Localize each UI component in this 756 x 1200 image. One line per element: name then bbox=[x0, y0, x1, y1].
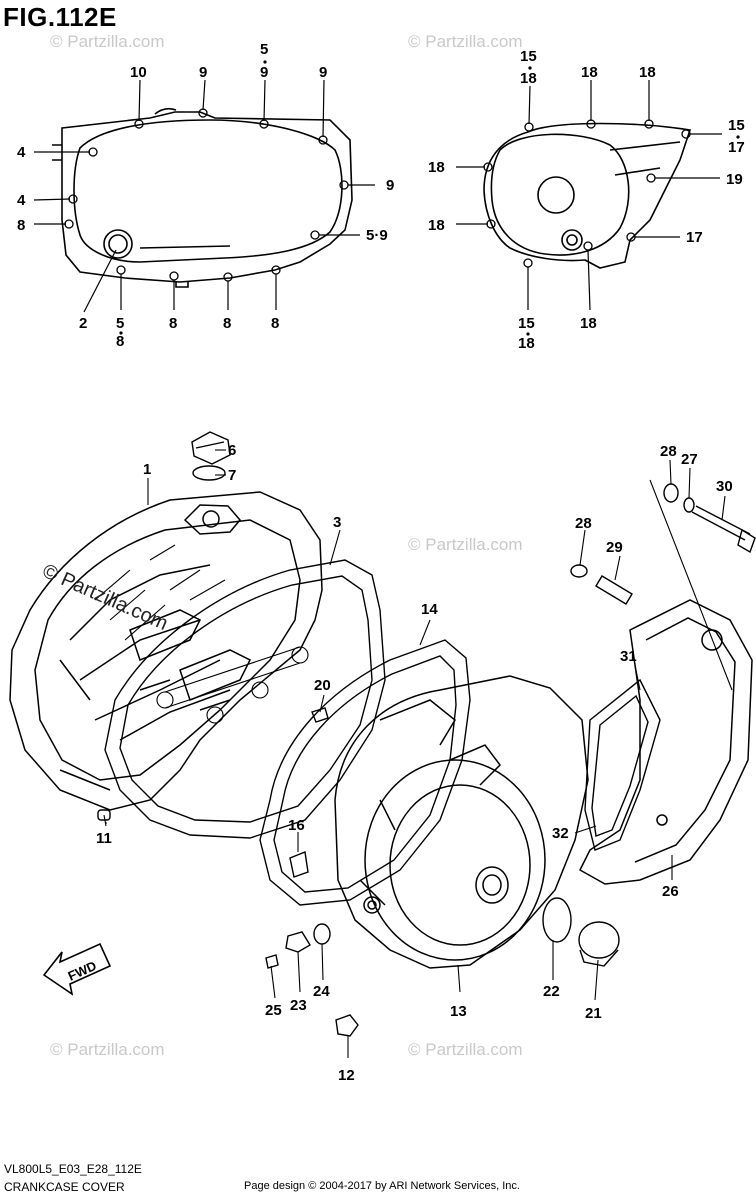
bolt-assembly bbox=[570, 483, 756, 605]
callout-5: 5 bbox=[116, 315, 124, 332]
callout-22: 22 bbox=[543, 983, 560, 1000]
gasket-31 bbox=[584, 678, 661, 851]
gasket-14 bbox=[259, 639, 471, 906]
callout-18: 18 bbox=[580, 315, 597, 332]
callout-29: 29 bbox=[606, 539, 623, 556]
part-labels: 1 6 7 3 14 20 11 16 13 12 25 23 24 22 21… bbox=[96, 442, 733, 1084]
cover-ribs bbox=[94, 544, 309, 724]
callout-18: 18 bbox=[428, 217, 445, 234]
callout-18: 18 bbox=[639, 64, 656, 81]
callout-26: 26 bbox=[662, 883, 679, 900]
callout-15: 15 bbox=[728, 117, 745, 134]
callout-8: 8 bbox=[271, 315, 279, 332]
callout-23: 23 bbox=[290, 997, 307, 1014]
callout-3: 3 bbox=[333, 514, 341, 531]
o-ring-7 bbox=[192, 465, 226, 481]
callout-18: 18 bbox=[518, 335, 535, 352]
callout-9: 9 bbox=[319, 64, 327, 81]
watermark: © Partzilla.com bbox=[50, 32, 165, 51]
callout-13: 13 bbox=[450, 1003, 467, 1020]
callout-30: 30 bbox=[716, 478, 733, 495]
callout-4: 4 bbox=[17, 192, 26, 209]
callout-28: 28 bbox=[660, 443, 677, 460]
part-leaders bbox=[103, 449, 733, 1058]
callout-25: 25 bbox=[265, 1002, 282, 1019]
callout-20: 20 bbox=[314, 677, 331, 694]
small-parts bbox=[265, 923, 359, 1037]
figure-title: FIG.112E bbox=[3, 2, 117, 32]
right-bolt-leaders bbox=[456, 80, 722, 311]
callout-16: 16 bbox=[288, 817, 305, 834]
right-bolt-labels: 15 18 18 18 15 17 18 19 18 17 15 18 18 bbox=[428, 48, 745, 352]
callout-9: 9 bbox=[386, 177, 394, 194]
callout-15: 15 bbox=[518, 315, 535, 332]
callout-18: 18 bbox=[581, 64, 598, 81]
cover-26 bbox=[579, 599, 753, 885]
callout-19: 19 bbox=[726, 171, 743, 188]
callout-24: 24 bbox=[313, 983, 330, 1000]
callout-17: 17 bbox=[728, 139, 745, 156]
figure-name: CRANKCASE COVER bbox=[4, 1180, 125, 1194]
callout-8: 8 bbox=[17, 217, 25, 234]
callout-7: 7 bbox=[228, 467, 236, 484]
left-bolt-leaders bbox=[33, 79, 375, 313]
left-cover-bolt-diagram bbox=[52, 107, 353, 288]
callout-32: 32 bbox=[552, 825, 569, 842]
magneto-cover-13 bbox=[334, 675, 589, 969]
callout-15: 15 bbox=[520, 48, 537, 65]
callout-9: 9 bbox=[199, 64, 207, 81]
callout-5: 5 bbox=[260, 41, 268, 58]
figure-code: VL800L5_E03_E28_112E bbox=[4, 1162, 142, 1176]
watermark: © Partzilla.com bbox=[408, 1040, 523, 1059]
callout-27: 27 bbox=[681, 451, 698, 468]
callout-6: 6 bbox=[228, 442, 236, 459]
callout-14: 14 bbox=[421, 601, 438, 618]
callout-4: 4 bbox=[17, 144, 26, 161]
watermark: © Partzilla.com bbox=[408, 535, 523, 554]
o-ring-22 bbox=[542, 897, 572, 943]
callout-2: 2 bbox=[79, 315, 87, 332]
watermark: © Partzilla.com bbox=[408, 32, 523, 51]
callout-21: 21 bbox=[585, 1005, 602, 1022]
callout-1: 1 bbox=[143, 461, 151, 478]
watermark: © Partzilla.com bbox=[50, 1040, 165, 1059]
callout-12: 12 bbox=[338, 1067, 355, 1084]
callout-28: 28 bbox=[575, 515, 592, 532]
callout-8: 8 bbox=[116, 333, 124, 350]
oil-plug-6 bbox=[191, 431, 231, 465]
callout-9: 9 bbox=[260, 64, 268, 81]
fwd-arrow: FWD bbox=[42, 942, 112, 996]
cap-21 bbox=[578, 921, 620, 967]
right-cover-bolt-diagram bbox=[483, 119, 692, 269]
callout-18: 18 bbox=[520, 70, 537, 87]
gasket-3 bbox=[104, 559, 386, 839]
crankcase-cover-left bbox=[9, 491, 323, 811]
callout-8: 8 bbox=[169, 315, 177, 332]
callout-31: 31 bbox=[620, 648, 637, 665]
callout-18: 18 bbox=[428, 159, 445, 176]
page-design-note: Page design © 2004-2017 by ARI Network S… bbox=[244, 1180, 520, 1192]
left-bolt-labels: 10 9 5 9 9 4 4 9 8 5·9 2 5 8 8 8 8 bbox=[17, 41, 394, 350]
fwd-label: FWD bbox=[66, 958, 99, 984]
callout-10: 10 bbox=[130, 64, 147, 81]
callout-5-9: 5·9 bbox=[366, 227, 388, 244]
callout-17: 17 bbox=[686, 229, 703, 246]
callout-11: 11 bbox=[96, 830, 112, 847]
callout-8: 8 bbox=[223, 315, 231, 332]
